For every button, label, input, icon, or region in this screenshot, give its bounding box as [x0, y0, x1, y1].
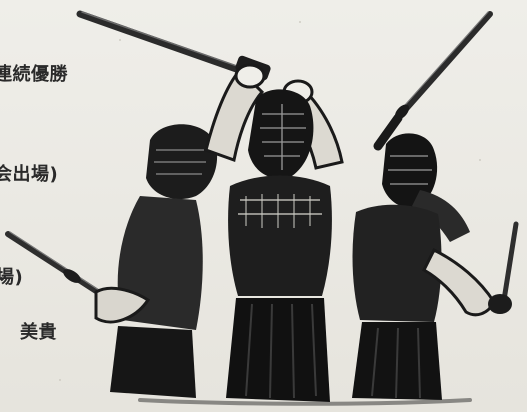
arm-center-left	[204, 67, 265, 162]
tenugui-tail-right	[412, 190, 470, 242]
men-helmet-center	[248, 89, 314, 179]
men-grill-center	[260, 113, 306, 157]
arm-right	[422, 247, 496, 317]
kote-right	[488, 294, 512, 314]
hakama-right-pleats	[371, 327, 421, 399]
shinai-left-low	[5, 231, 113, 303]
shinai-left-highlight	[81, 11, 261, 75]
ground-brush-stroke	[138, 398, 472, 406]
hakama-back	[110, 326, 196, 398]
shinai-left-low-highlight	[9, 231, 109, 297]
tsuka-right	[373, 113, 403, 151]
shinai-left-raised	[76, 10, 266, 82]
tsuba-left-low	[63, 269, 81, 283]
men-grill-back	[154, 149, 206, 175]
do-right	[352, 204, 442, 322]
caption-line-2: 会出場)	[0, 164, 59, 185]
hakama-center	[226, 298, 330, 402]
fighter-right	[352, 133, 512, 400]
fighter-center	[204, 63, 344, 402]
men-grill-right	[388, 155, 432, 185]
shinai-right-low	[501, 221, 519, 303]
shinai-right-raised	[395, 11, 493, 121]
caption-line-4: 美貴	[20, 322, 57, 343]
shinai-right-highlight	[396, 11, 489, 115]
caption-line-1: 連続優勝	[0, 64, 68, 85]
do-center	[228, 175, 332, 296]
fighter-back-left	[94, 124, 218, 398]
arm-back	[94, 286, 151, 324]
hakama-center-pleats	[245, 303, 317, 399]
do-center-lacing	[238, 199, 322, 215]
kote-center-left	[234, 63, 266, 89]
do-center-stripes	[245, 194, 311, 228]
caption-line-3: 場)	[0, 267, 24, 288]
